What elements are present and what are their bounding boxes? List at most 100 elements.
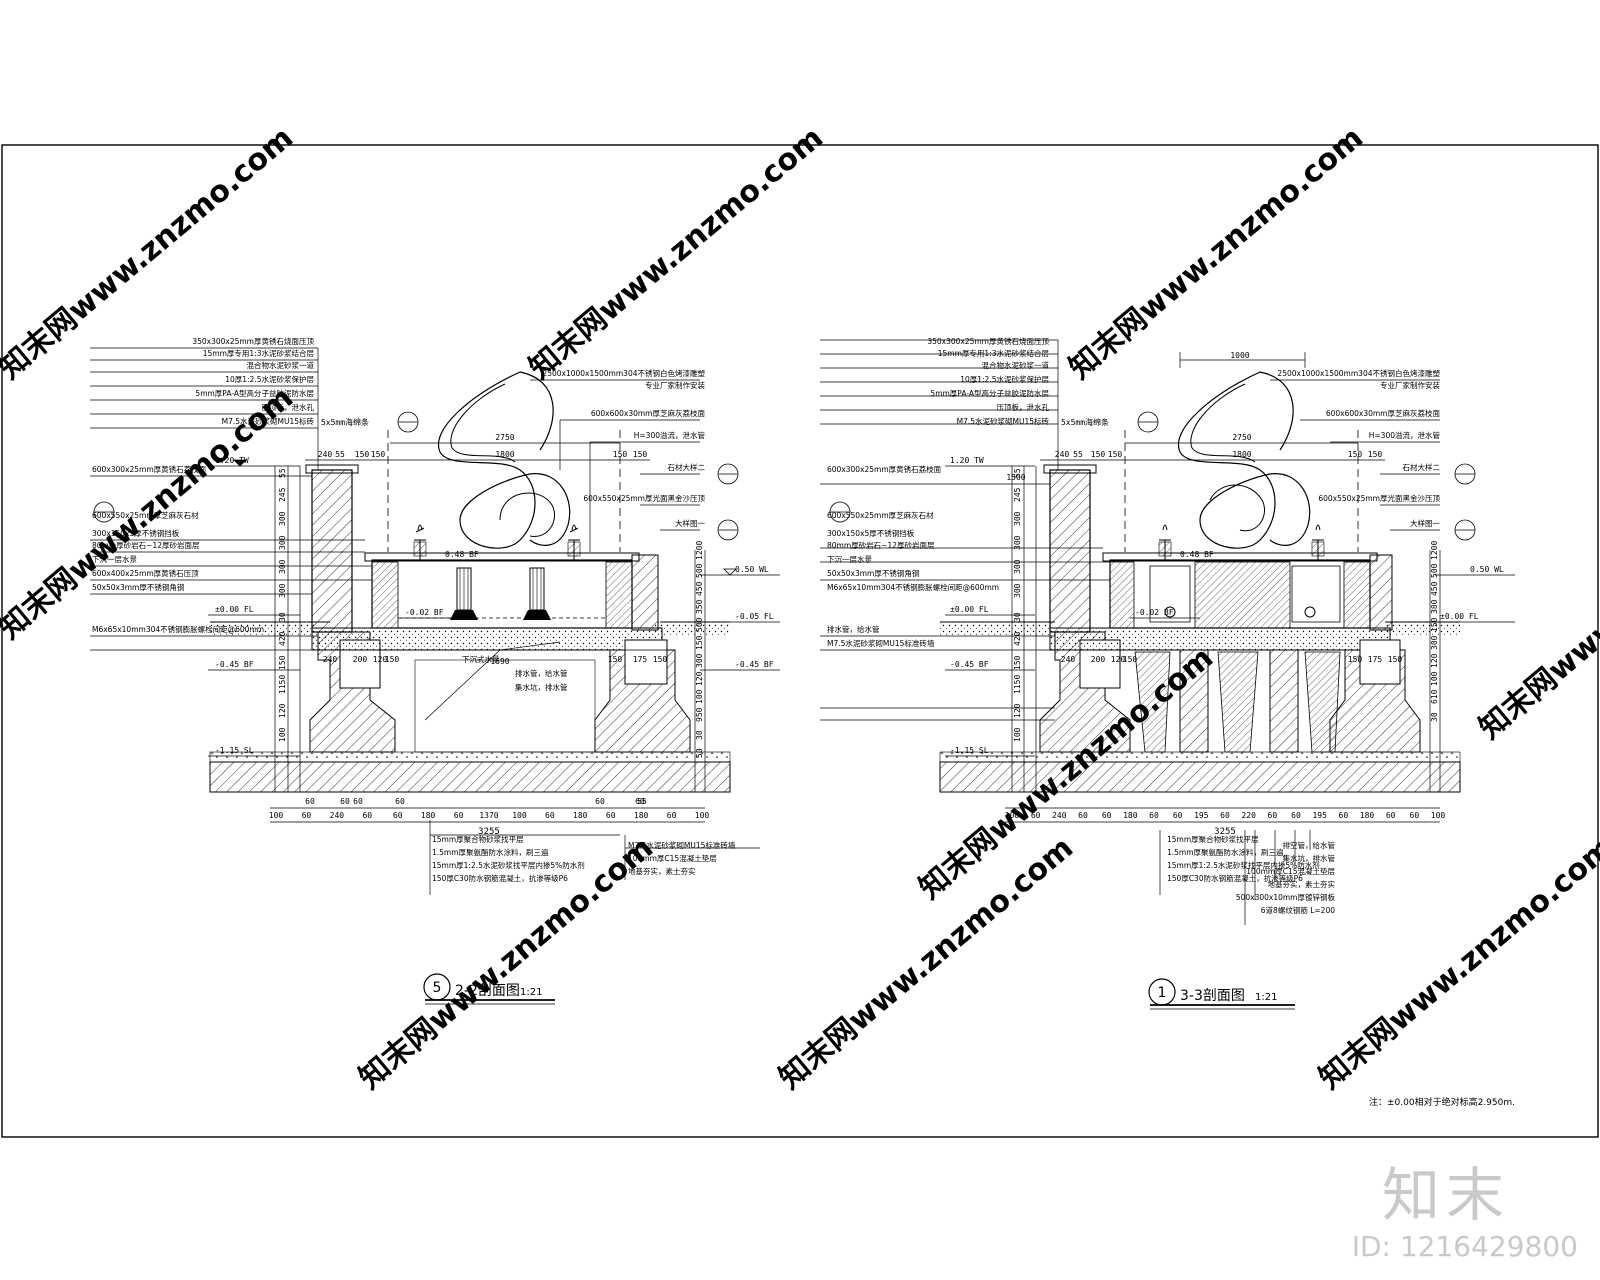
dimension-text: 55 — [637, 797, 647, 806]
dimension-text: 150 — [1388, 655, 1403, 664]
dimension-text: 500 — [1430, 563, 1439, 578]
brand-logo-text: 知末 — [1381, 1161, 1510, 1229]
dimension-text: 450 — [1430, 581, 1439, 596]
dimension-text: 60 — [1173, 811, 1183, 820]
callout-text: M7.5水泥砂浆砌MU15标砖 — [222, 416, 315, 426]
dimension-text: 1800 — [495, 450, 514, 459]
callout-text: 600x300x25mm厚黄锈石荔枝面 — [827, 464, 942, 474]
right-wall-2-2 — [631, 554, 659, 631]
dimension-text: 450 — [695, 581, 704, 596]
dimension-text: 100 — [269, 811, 284, 820]
callout-text: 300x150x5厚不锈钢挡板 — [92, 528, 180, 538]
watermark-text: 知末网www.znzmo.com — [353, 830, 660, 1096]
note-text: 排空管，给水管 — [1283, 840, 1336, 850]
dimension-text: 120 — [1013, 703, 1022, 718]
section-title: 3-3剖面图 — [1180, 988, 1245, 1004]
dimension-text: 1000 — [1230, 351, 1249, 360]
dimension-text: 180 — [634, 811, 649, 820]
dimension-text: 150 — [613, 450, 628, 459]
level-label: -0.02 BF — [1135, 608, 1174, 617]
fountain-right-3-3 — [1304, 524, 1325, 618]
dimension-text: 420 — [1013, 631, 1022, 646]
dimension-text: 120 — [278, 703, 287, 718]
callout-text: 专业厂家制作安装 — [1380, 380, 1440, 390]
watermark-text: 知末网www.znzmo.com — [523, 120, 830, 386]
note-text: 15mm厚1:2.5水泥砂浆找平层内掺5%防水剂 — [432, 860, 585, 870]
callout-text: 下沉一层水景 — [827, 554, 872, 564]
callout-text: 排水管，给水管 — [827, 624, 880, 634]
note-text: 500x300x10mm厚镀锌钢板 — [1236, 892, 1336, 902]
section-index-number: 5 — [433, 980, 442, 996]
dimension-text: 60 — [353, 797, 363, 806]
watermark-text: 知末网www.znzmo.com — [1063, 120, 1370, 386]
note-text: 15mm厚1:2.5水泥砂浆找平层内掺5%防水剂 — [1167, 860, 1320, 870]
dimension-text: 1200 — [695, 541, 704, 560]
dimension-text: 175 — [633, 655, 648, 664]
callout-text: 600x600x30mm厚芝麻灰荔枝面 — [591, 408, 706, 418]
note-text: 6道8螺纹钢筋 L=200 — [1261, 905, 1335, 915]
section-scale: 1:21 — [520, 987, 542, 998]
dimension-text: 50 — [695, 748, 704, 758]
note-text: 集水坑，排水管 — [515, 682, 568, 692]
level-label: -0.02 BF — [405, 608, 444, 617]
dimension-text: 100 — [1431, 811, 1446, 820]
note-text: 15mm厚聚合物砂浆找平层 — [1167, 834, 1259, 844]
dimension-text: 55 — [1073, 450, 1083, 459]
dimension-text: 150 — [1123, 655, 1138, 664]
dimension-text: 1200 — [1430, 541, 1439, 560]
dimension-text: 60 — [1031, 811, 1041, 820]
dimension-text: 150 — [633, 450, 648, 459]
dimension-text: 60 — [1102, 811, 1112, 820]
dimension-text: 60 — [606, 811, 616, 820]
dimension-text: 60 — [1220, 811, 1230, 820]
callout-text: 下沉一层水景 — [92, 554, 137, 564]
level-label: 1.20 TW — [215, 456, 249, 465]
section-scale: 1:21 — [1255, 992, 1277, 1003]
callout-text: 15mm厚专用1:3水泥砂浆结合层 — [203, 348, 315, 358]
sculpture-2-2 — [437, 371, 571, 549]
dimension-text: 120 — [1111, 655, 1126, 664]
dimension-text: 55 — [278, 468, 287, 478]
level-markers-2-2 — [208, 459, 780, 757]
base-slab — [209, 761, 731, 793]
dimension-text: 60 — [1078, 811, 1088, 820]
dimension-text: 30 — [1430, 712, 1439, 722]
dimension-text: 300 — [1430, 635, 1439, 650]
callout-text: 600x550x25mm厚芝麻灰石材 — [827, 510, 934, 520]
dimension-text: 1690 — [490, 657, 509, 666]
dimension-text: 950 — [695, 707, 704, 722]
dimension-text: 60 — [1149, 811, 1159, 820]
dimension-text: 150 — [1368, 450, 1383, 459]
dimension-text: 300 — [278, 583, 287, 598]
dimension-text: 2750 — [1232, 433, 1251, 442]
dimension-text: 1150 — [1013, 675, 1022, 694]
dimension-text: 120 — [695, 671, 704, 686]
dimension-text: 220 — [1241, 811, 1256, 820]
dimension-text: 60 — [1291, 811, 1301, 820]
dimension-text: 200 — [1091, 655, 1106, 664]
note-text: 100mm厚C15混凝土垫层 — [628, 853, 717, 863]
dimension-text: 195 — [1194, 811, 1209, 820]
dimension-text: 60 — [302, 811, 312, 820]
dimension-text: 420 — [278, 631, 287, 646]
pump-2 — [523, 567, 551, 620]
dimension-text: 500 — [695, 617, 704, 632]
level-label: -0.05 FL — [735, 612, 774, 621]
dimension-text: 1150 — [278, 675, 287, 694]
dimension-text: 1500 — [1006, 473, 1025, 482]
callout-text: 300x150x5厚不锈钢挡板 — [827, 528, 915, 538]
dimension-text: 150 — [1091, 450, 1106, 459]
callout-text: 350x300x25mm厚黄锈石烧面压顶 — [192, 336, 314, 346]
dimension-text: 150 — [1348, 655, 1363, 664]
dimension-text: 300 — [1013, 535, 1022, 550]
dimension-text: 180 — [421, 811, 436, 820]
dimension-text: 500 — [695, 563, 704, 578]
dimension-text: 300 — [278, 511, 287, 526]
dimension-text: 100 — [1013, 727, 1022, 742]
level-label: -0.45 BF — [950, 660, 989, 669]
callout-text: M7.5水泥砂浆砌MU15标砖 — [957, 416, 1050, 426]
dimension-total: 3255 — [478, 827, 500, 837]
dimension-text: 30 — [695, 730, 704, 740]
annotation-text-layer: 350x300x25mm厚黄锈石烧面压顶15mm厚专用1:3水泥砂浆结合层混合物… — [92, 336, 1515, 1108]
